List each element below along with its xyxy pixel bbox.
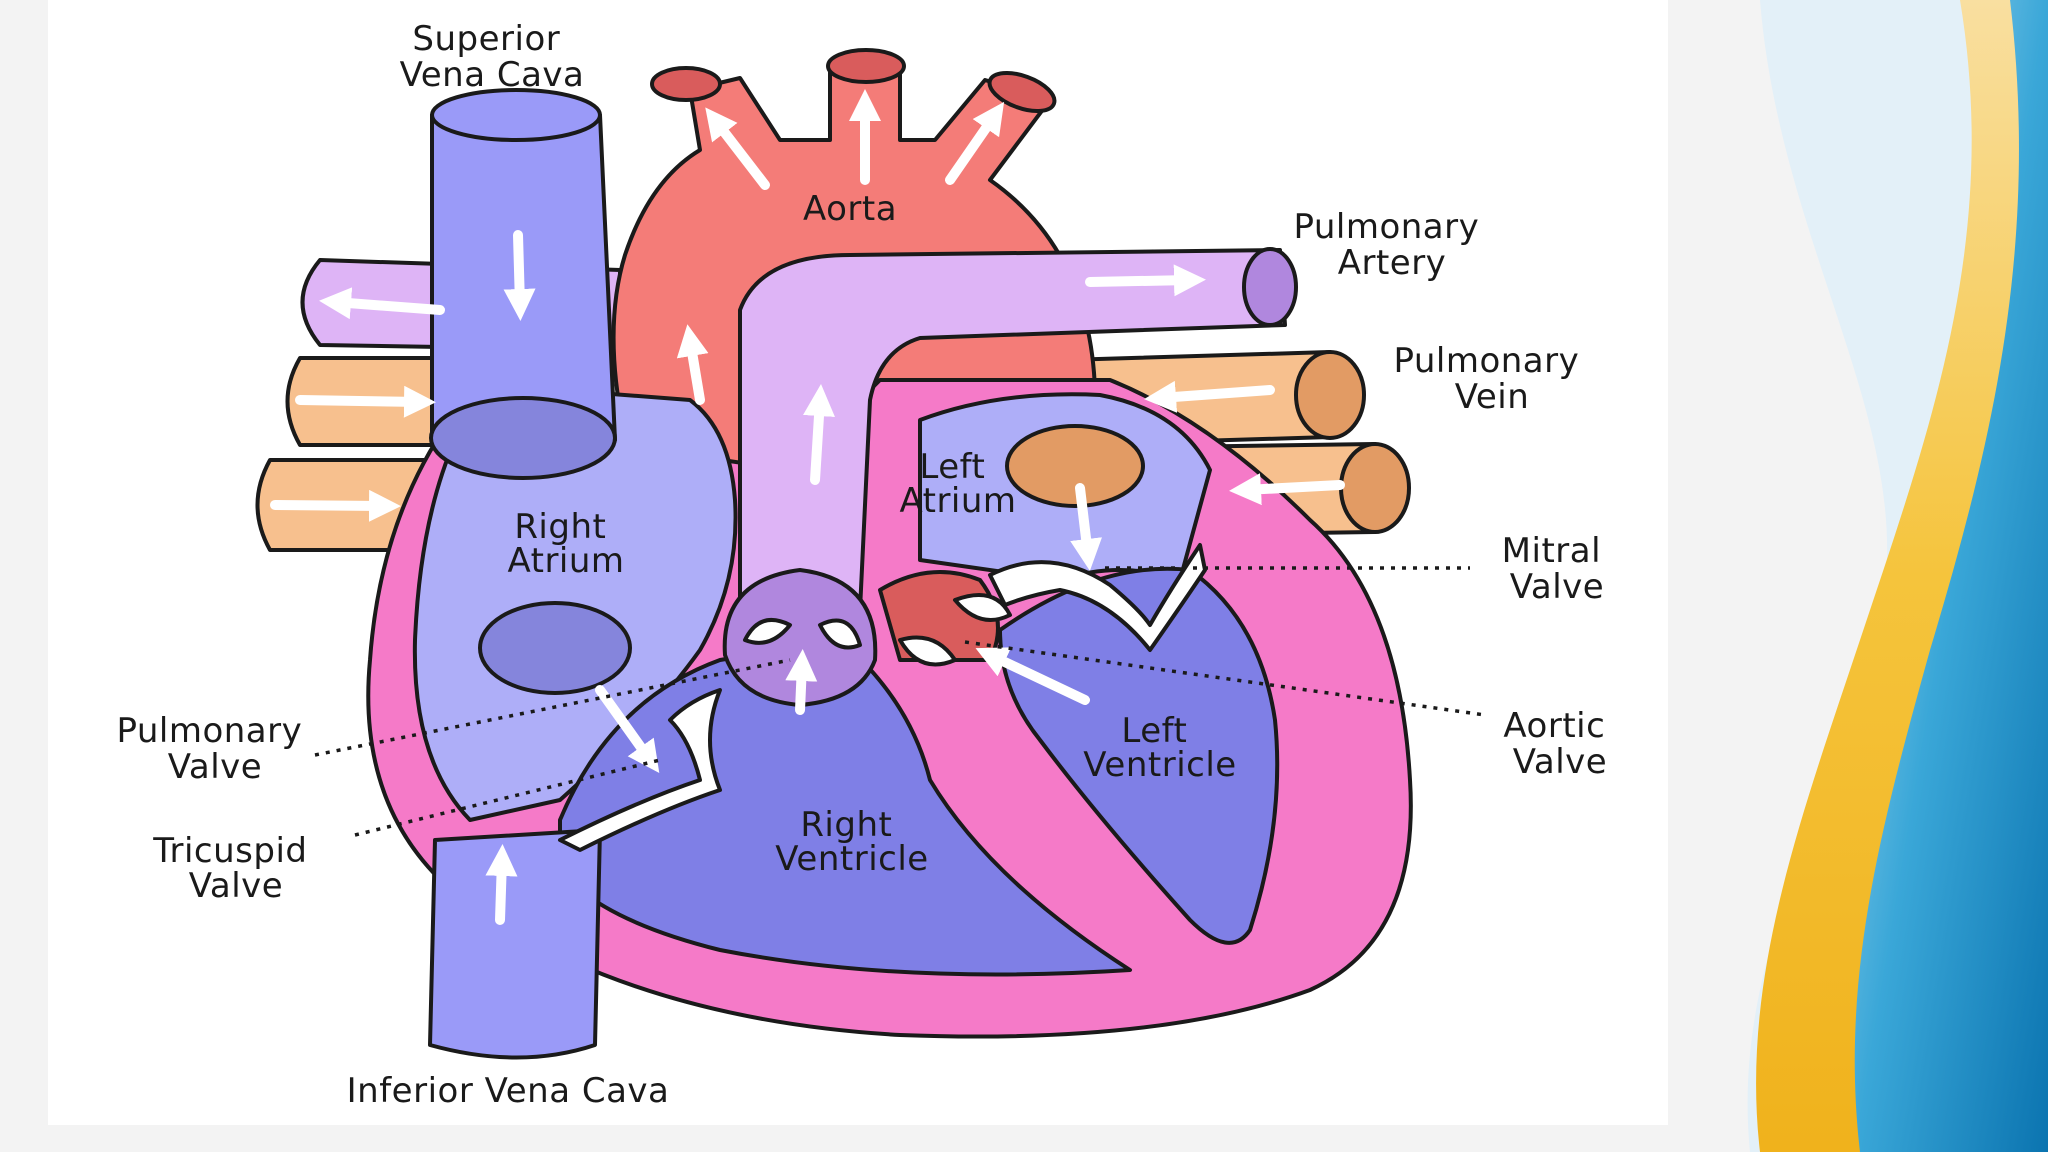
right-atrium-opening (478, 601, 632, 695)
flow-arrow-icon (1229, 473, 1345, 506)
flow-arrow-icon (270, 489, 401, 522)
label-aortic-valve: Aortic Valve (1503, 706, 1616, 782)
leader-line-tricuspid-valve (354, 758, 661, 837)
flow-arrow-icon (485, 844, 518, 925)
inferior-vena-cava (428, 828, 602, 1060)
flow-arrow-icon (1070, 483, 1102, 571)
label-pulmonary-vein: Pulmonary Vein (1393, 341, 1590, 417)
flow-arrow-icon (945, 101, 1005, 185)
flow-arrow-icon (1085, 264, 1206, 297)
aortic-valve (878, 570, 1012, 667)
flow-arrow-icon (785, 649, 818, 715)
label-aorta: Aorta (803, 189, 897, 229)
label-right-ventricle: Right Ventricle (775, 805, 928, 879)
flow-arrow-icon (595, 685, 660, 774)
label-tricuspid-valve: Tricuspid Valve (152, 831, 319, 906)
flow-arrow-icon (503, 230, 536, 321)
label-pulmonary-valve: Pulmonary Valve (116, 711, 313, 787)
decorative-wave-blue (1854, 0, 2048, 1152)
flow-arrow-icon (975, 647, 1090, 705)
pulmonary-valve (722, 568, 878, 707)
flow-arrow-icon (705, 107, 770, 190)
tricuspid-valve-leaflet (558, 688, 722, 852)
label-left-atrium: Left Atrium (899, 447, 1016, 521)
flow-arrow-icon (1144, 380, 1275, 413)
label-superior-vena-cava: Superior Vena Cava (400, 19, 585, 95)
label-mitral-valve: Mitral Valve (1502, 531, 1613, 607)
pulmonary-vein-opening (1005, 424, 1145, 508)
mitral-valve-leaflet (988, 543, 1207, 652)
label-inferior-vena-cava: Inferior Vena Cava (347, 1071, 670, 1111)
flow-arrow-icon (295, 385, 436, 418)
label-left-ventricle: Left Ventricle (1083, 711, 1236, 785)
leader-line-pulmonary-valve (314, 658, 791, 757)
label-pulmonary-artery: Pulmonary Artery (1293, 207, 1490, 283)
flow-arrow-icon (319, 287, 445, 320)
flow-arrow-icon (803, 384, 835, 485)
label-right-atrium: Right Atrium (507, 507, 624, 581)
flow-arrow-icon (676, 324, 709, 405)
